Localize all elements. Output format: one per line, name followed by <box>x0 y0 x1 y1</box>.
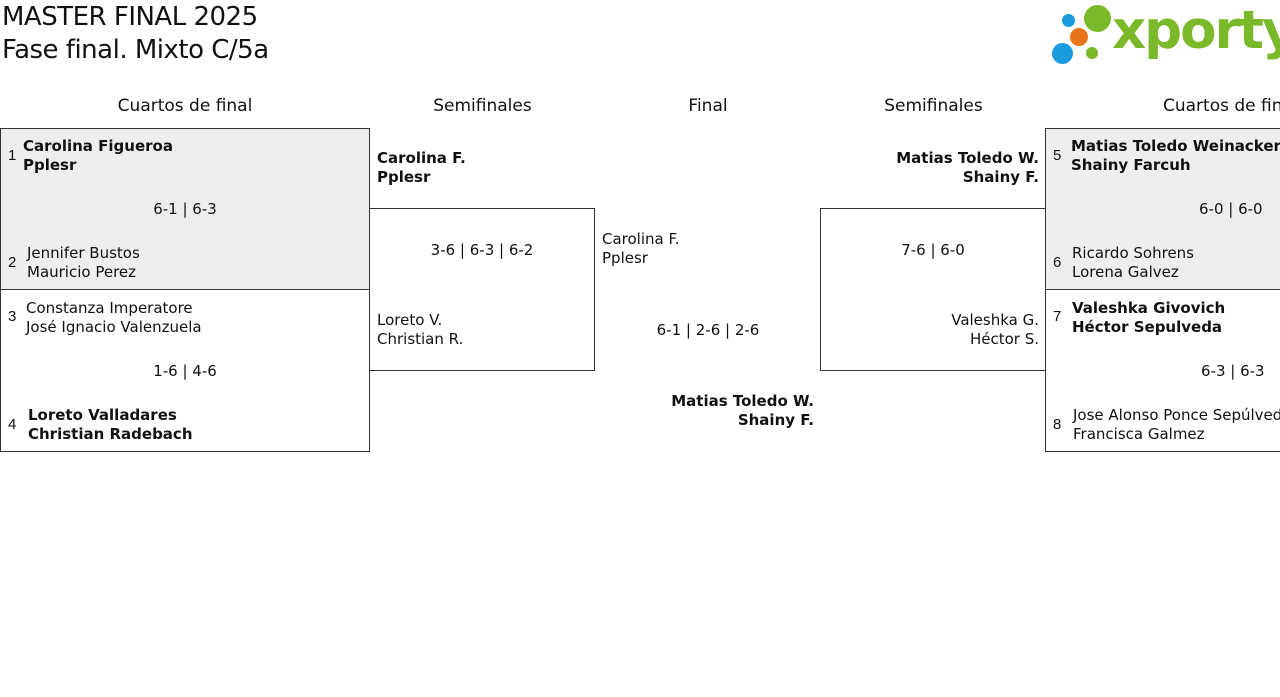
player-name: Jose Alonso Ponce Sepúlveda <box>1073 406 1280 424</box>
team-winner: Matias Toledo Weinacker Shainy Farcuh <box>1071 137 1280 175</box>
player-name: Jennifer Bustos <box>27 244 140 262</box>
player-name: Carolina Figueroa <box>23 137 173 155</box>
round-heading-final: Final <box>688 96 728 116</box>
page-title: MASTER FINAL 2025 <box>2 2 258 32</box>
player-name: Lorena Galvez <box>1072 263 1179 281</box>
match-score: 3-6 | 6-3 | 6-2 <box>430 241 534 259</box>
team-loser: Jose Alonso Ponce Sepúlveda Francisca Ga… <box>1073 406 1280 444</box>
match-score: 7-6 | 6-0 <box>901 241 965 259</box>
logo-dot-green-large <box>1084 5 1111 32</box>
final-top-team: Carolina F. Pplesr <box>602 230 679 268</box>
logo-dot-blue-large <box>1052 43 1073 64</box>
player-name: Christian Radebach <box>28 425 193 443</box>
sf-left-bottom-team: Loreto V. Christian R. <box>377 311 463 349</box>
player-name: Ricardo Sohrens <box>1072 244 1194 262</box>
final-score: 6-1 | 2-6 | 2-6 <box>656 321 760 339</box>
sf-right-bottom-team: Valeshka G. Héctor S. <box>826 311 1039 349</box>
seed-number: 7 <box>1053 308 1062 325</box>
logo-dot-blue-small <box>1062 14 1075 27</box>
player-name: Valeshka Givovich <box>1072 299 1226 317</box>
sf-left-top-team: Carolina F. Pplesr <box>377 149 466 187</box>
player-name: José Ignacio Valenzuela <box>26 318 202 336</box>
final-bottom-team: Matias Toledo W. Shainy F. <box>600 392 814 430</box>
player-name: Matias Toledo W. <box>896 149 1039 167</box>
player-name: Shainy F. <box>737 411 814 429</box>
logo-dot-green-small <box>1086 47 1098 59</box>
match-score: 6-0 | 6-0 <box>1199 200 1263 218</box>
player-name: Valeshka G. <box>951 311 1039 329</box>
player-name: Mauricio Perez <box>27 263 137 281</box>
seed-number: 2 <box>8 254 17 271</box>
seed-number: 8 <box>1053 416 1062 433</box>
logo-text: xporty <box>1112 0 1280 61</box>
player-name: Carolina F. <box>602 230 680 248</box>
team-winner: Valeshka Givovich Héctor Sepulveda <box>1072 299 1225 337</box>
player-name: Francisca Galmez <box>1073 425 1205 443</box>
logo-dot-orange <box>1070 28 1088 46</box>
team-winner: Carolina Figueroa Pplesr <box>23 137 173 175</box>
seed-number: 5 <box>1053 147 1062 164</box>
player-name: Loreto V. <box>377 311 443 329</box>
seed-number: 3 <box>8 308 17 325</box>
qf-match-1[interactable]: 1 Carolina Figueroa Pplesr 6-1 | 6-3 2 J… <box>0 128 370 290</box>
player-name: Héctor S. <box>969 330 1039 348</box>
player-name: Constanza Imperatore <box>26 299 193 317</box>
qf-match-4[interactable]: 7 Valeshka Givovich Héctor Sepulveda 6-3… <box>1045 289 1280 452</box>
round-heading-qf-right: Cuartos de final <box>1163 96 1280 116</box>
match-score: 6-3 | 6-3 <box>1201 362 1265 380</box>
player-name: Pplesr <box>602 249 648 267</box>
team-loser: Ricardo Sohrens Lorena Galvez <box>1072 244 1194 282</box>
player-name: Héctor Sepulveda <box>1072 318 1223 336</box>
player-name: Matias Toledo Weinacker <box>1071 137 1280 155</box>
round-heading-sf-left: Semifinales <box>433 96 532 116</box>
page-subtitle: Fase final. Mixto C/5a <box>2 35 269 65</box>
sf-match-right[interactable]: 7-6 | 6-0 Valeshka G. Héctor S. <box>820 208 1046 371</box>
qf-match-3[interactable]: 5 Matias Toledo Weinacker Shainy Farcuh … <box>1045 128 1280 290</box>
seed-number: 1 <box>8 147 17 164</box>
player-name: Loreto Valladares <box>28 406 177 424</box>
player-name: Pplesr <box>377 168 431 186</box>
team-loser: Jennifer Bustos Mauricio Perez <box>27 244 140 282</box>
player-name: Shainy Farcuh <box>1071 156 1191 174</box>
seed-number: 4 <box>8 416 17 433</box>
player-name: Carolina F. <box>377 149 466 167</box>
player-name: Christian R. <box>377 330 464 348</box>
xporty-logo: xporty <box>1050 0 1280 68</box>
player-name: Shainy F. <box>962 168 1039 186</box>
round-heading-qf-left: Cuartos de final <box>117 96 253 116</box>
sf-right-top-team: Matias Toledo W. Shainy F. <box>826 149 1039 187</box>
team-winner: Loreto Valladares Christian Radebach <box>28 406 193 444</box>
player-name: Pplesr <box>23 156 77 174</box>
match-score: 6-1 | 6-3 <box>153 200 217 218</box>
qf-match-2[interactable]: 3 Constanza Imperatore José Ignacio Vale… <box>0 289 370 452</box>
sf-match-left[interactable]: 3-6 | 6-3 | 6-2 Loreto V. Christian R. <box>369 208 595 371</box>
seed-number: 6 <box>1053 254 1062 271</box>
team-loser: Constanza Imperatore José Ignacio Valenz… <box>26 299 202 337</box>
match-score: 1-6 | 4-6 <box>153 362 217 380</box>
player-name: Matias Toledo W. <box>671 392 814 410</box>
round-heading-sf-right: Semifinales <box>884 96 983 116</box>
